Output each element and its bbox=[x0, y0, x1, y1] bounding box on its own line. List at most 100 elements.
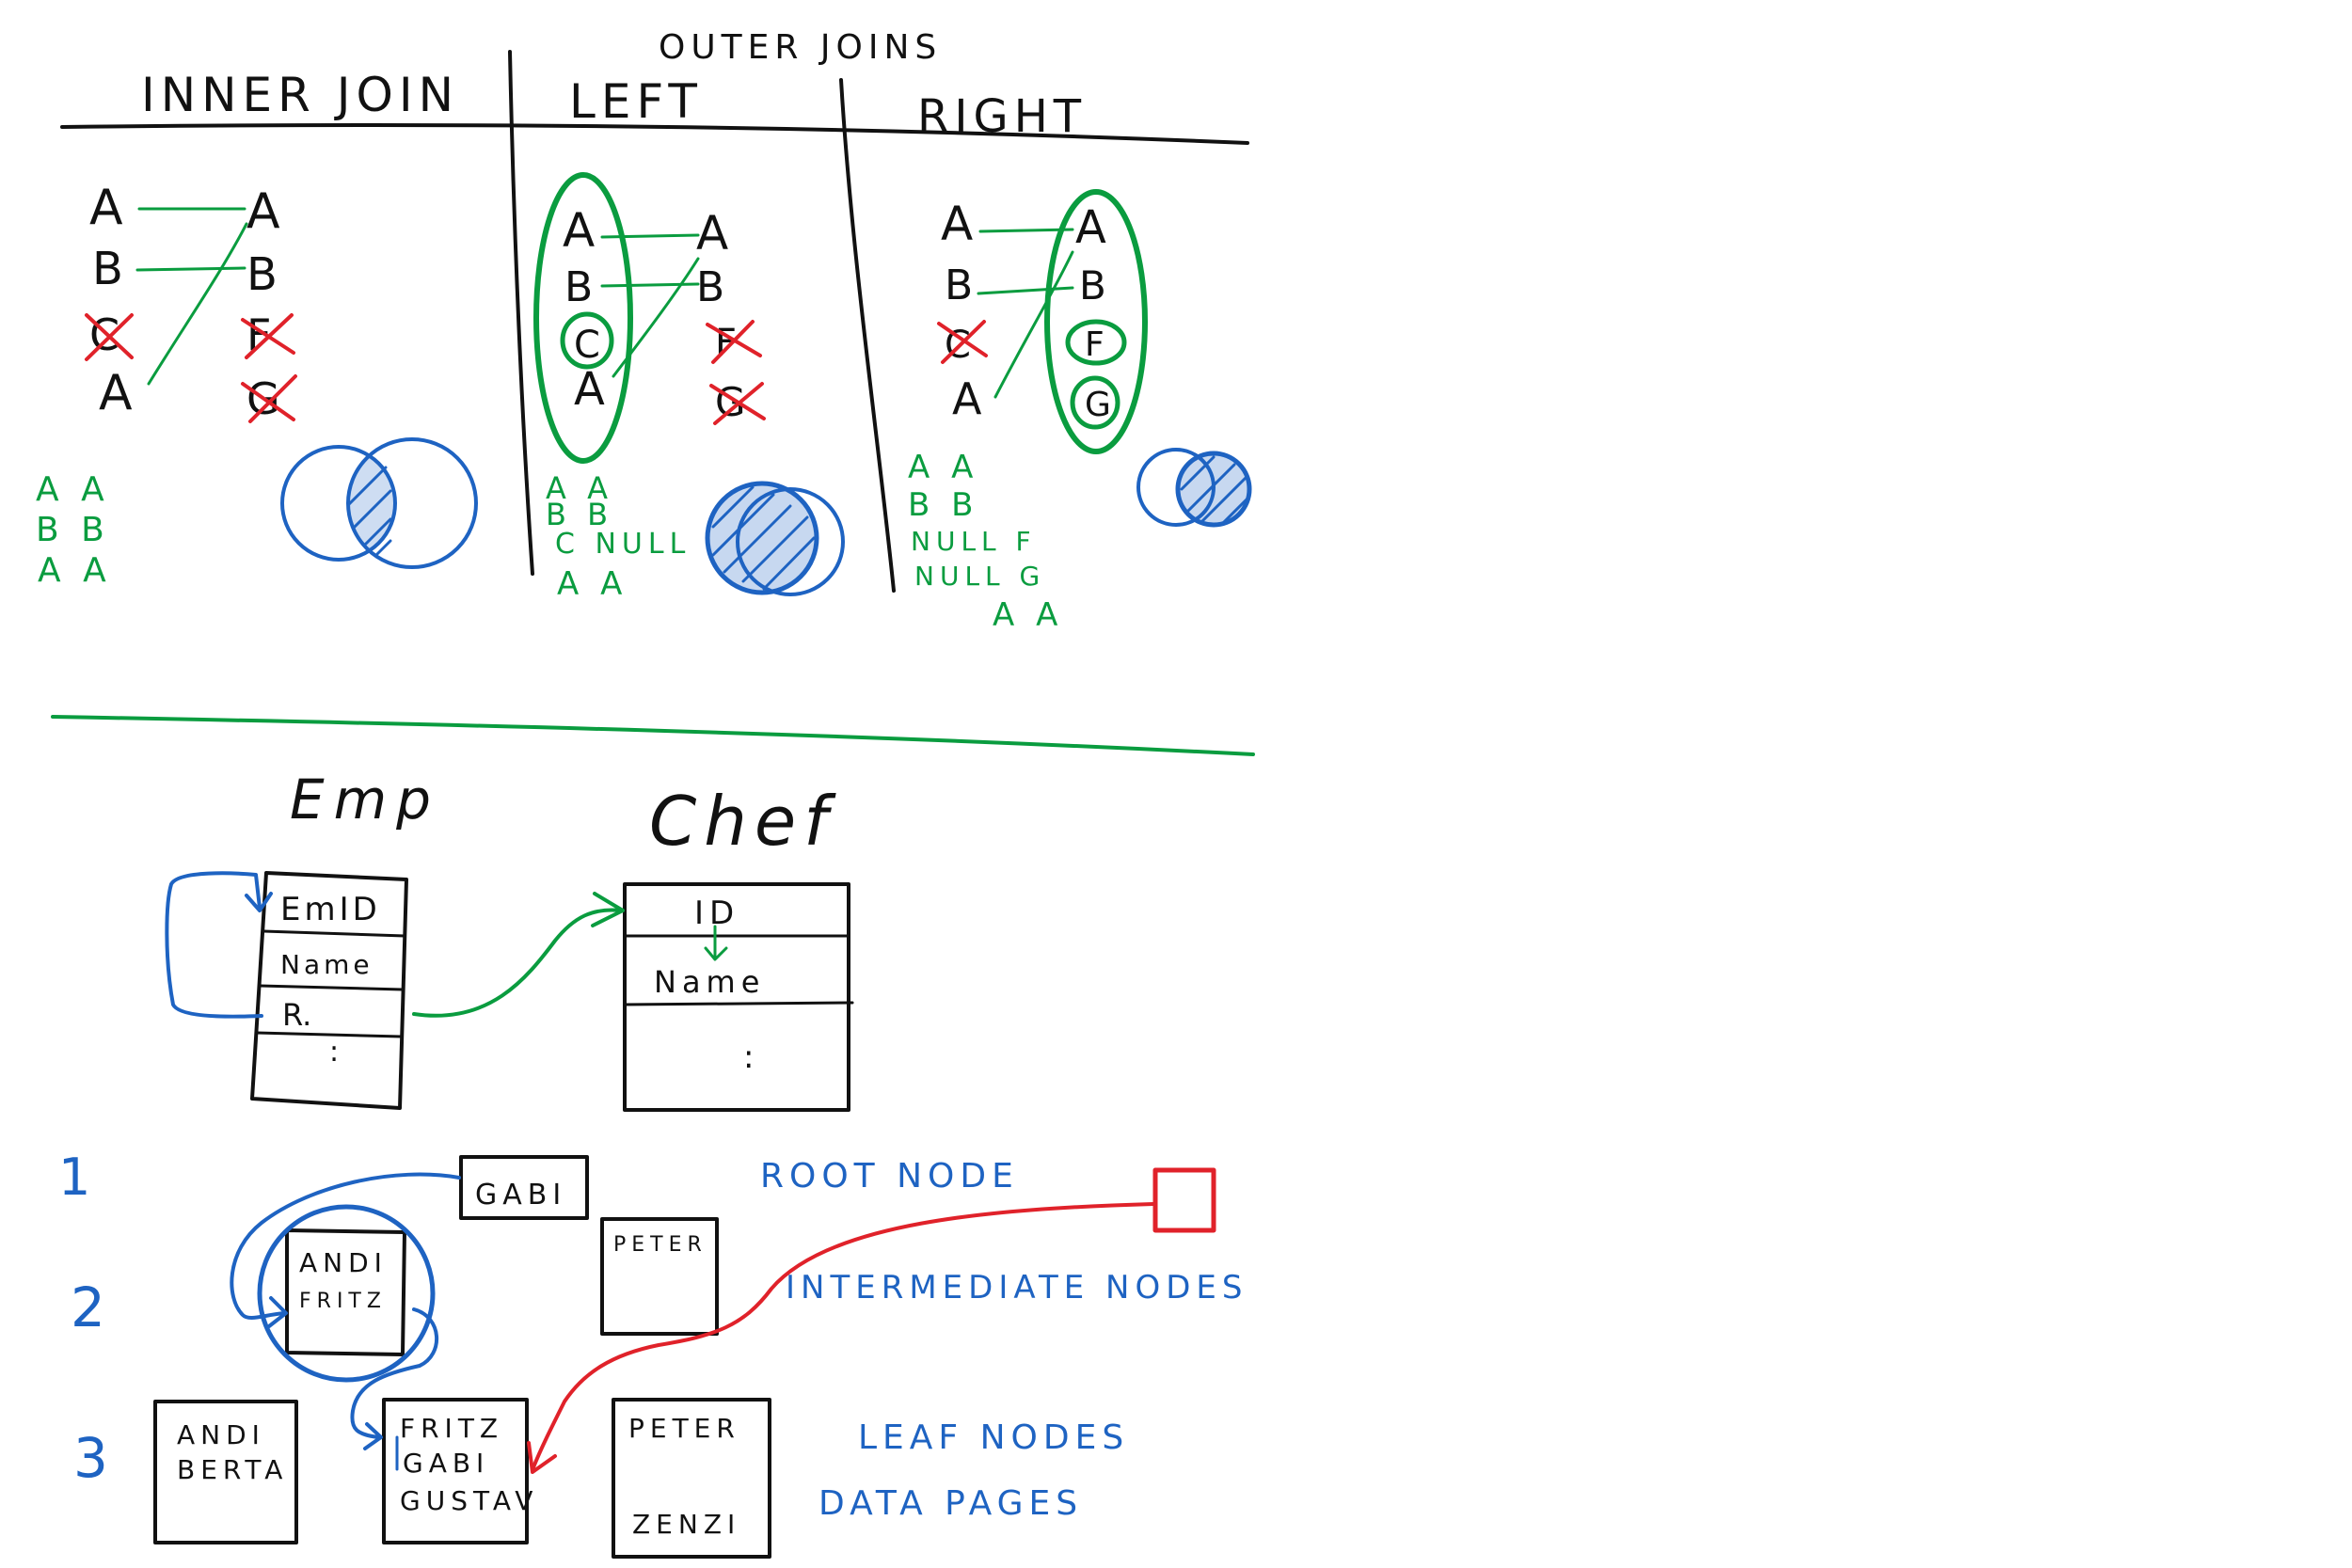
right-left-a2: A bbox=[952, 373, 982, 424]
inner-left-a2: A bbox=[99, 365, 133, 421]
leaf-node-box bbox=[612, 1398, 771, 1559]
unmatched-c-highlight bbox=[560, 311, 614, 370]
emp-field-id: EmID bbox=[280, 891, 381, 928]
join-link bbox=[978, 228, 1074, 233]
column-divider-1 bbox=[508, 50, 534, 576]
emp-field-ref: R. bbox=[282, 997, 311, 1033]
inner-join-panel: A B C A A B F G A A B B A A bbox=[36, 180, 478, 590]
column-divider-2 bbox=[839, 78, 896, 593]
venn-diagram-inner-icon bbox=[280, 437, 478, 569]
key-arrow bbox=[704, 925, 728, 961]
inner-right-b: B bbox=[246, 248, 278, 301]
inner-right-a: A bbox=[246, 183, 280, 240]
traversal-highlight bbox=[257, 1204, 436, 1383]
left-right-a: A bbox=[696, 206, 728, 261]
intermediate-node-key: FRITZ bbox=[299, 1290, 387, 1313]
right-join-panel: A B C A A B F G A A B B NULL F NULL G A … bbox=[908, 189, 1252, 634]
data-pages-label: DATA PAGES bbox=[818, 1484, 1083, 1523]
join-link bbox=[612, 257, 700, 378]
arrow-head-icon bbox=[363, 1422, 383, 1450]
left-join-heading: LEFT bbox=[569, 74, 703, 129]
inner-result-row-3: A A bbox=[38, 551, 112, 590]
leaf-nodes-label: LEAF NODES bbox=[858, 1418, 1129, 1457]
venn-diagram-right-icon bbox=[1136, 448, 1252, 528]
arrow-head-icon bbox=[245, 892, 273, 912]
left-result-row-1: A A bbox=[546, 470, 613, 506]
right-result-row-5: A A bbox=[993, 596, 1063, 634]
right-result-row-2: B B bbox=[908, 486, 978, 524]
leaf-node-key: FRITZ bbox=[400, 1413, 503, 1444]
root-node-box bbox=[459, 1155, 589, 1220]
leaf-node-box bbox=[382, 1398, 529, 1544]
arrow-head-icon bbox=[591, 892, 625, 927]
right-table-outline bbox=[1044, 189, 1148, 454]
chef-field-id: ID bbox=[694, 895, 739, 932]
self-reference-arrow bbox=[165, 871, 263, 1019]
arrow-head-icon bbox=[527, 1441, 557, 1474]
chef-table-box bbox=[623, 882, 850, 1112]
foreign-key-arrow bbox=[412, 908, 623, 1018]
chef-field-more: : bbox=[743, 1038, 754, 1076]
join-link bbox=[977, 286, 1074, 295]
emp-row-divider bbox=[262, 929, 406, 938]
right-left-a1: A bbox=[941, 197, 973, 251]
leaf-pointer-arrow bbox=[532, 1202, 1155, 1469]
inner-result-row-2: B B bbox=[36, 511, 110, 549]
intermediate-node-key: PETER bbox=[613, 1233, 707, 1257]
root-node-key: GABI bbox=[475, 1179, 566, 1212]
arrow-head-icon bbox=[267, 1296, 288, 1328]
join-link bbox=[600, 282, 700, 288]
left-left-b: B bbox=[564, 263, 593, 311]
right-result-row-3: NULL F bbox=[911, 526, 1037, 557]
venn-diagram-left-icon bbox=[705, 481, 845, 596]
intermediate-node-key: ANDI bbox=[299, 1247, 388, 1278]
emp-field-more: : bbox=[329, 1036, 339, 1069]
cross-icon bbox=[85, 313, 134, 361]
cross-icon bbox=[706, 320, 762, 364]
cross-icon bbox=[937, 320, 988, 364]
emp-row-divider bbox=[255, 1031, 403, 1038]
leaf-node-key: PETER bbox=[628, 1413, 740, 1444]
level-2-label: 2 bbox=[71, 1275, 105, 1339]
schema-section: Emp EmID Name R. : Chef ID Name : bbox=[165, 768, 854, 1112]
chef-table-title: Chef bbox=[649, 782, 836, 861]
left-right-b: B bbox=[696, 263, 724, 311]
unmatched-g-highlight bbox=[1070, 375, 1120, 430]
right-result-row-4: NULL G bbox=[914, 561, 1045, 592]
cross-icon bbox=[241, 374, 297, 423]
inner-left-a1: A bbox=[89, 180, 123, 236]
join-link bbox=[600, 233, 700, 239]
inner-join-heading: INNER JOIN bbox=[141, 68, 459, 122]
chef-field-name: Name bbox=[654, 964, 765, 1000]
outer-joins-heading: OUTER JOINS bbox=[659, 28, 942, 67]
traversal-path bbox=[350, 1307, 438, 1439]
emp-row-divider bbox=[258, 984, 405, 991]
right-left-b: B bbox=[945, 261, 973, 309]
right-right-g: G bbox=[1085, 386, 1111, 424]
root-node-label: ROOT NODE bbox=[760, 1157, 1019, 1196]
btree-section: 1 2 3 GABI ANDI FRITZ PETER ANDI BERTA F… bbox=[58, 1148, 1248, 1559]
inner-left-b: B bbox=[92, 243, 123, 295]
left-left-a1: A bbox=[563, 203, 595, 258]
right-right-b: B bbox=[1079, 262, 1106, 309]
leaf-node-key: GABI bbox=[403, 1448, 489, 1479]
emp-field-name: Name bbox=[280, 949, 373, 980]
join-link bbox=[993, 250, 1074, 399]
leaf-node-key: GUSTAV bbox=[400, 1485, 538, 1516]
right-right-a: A bbox=[1075, 201, 1106, 254]
join-link bbox=[135, 266, 246, 272]
intermediate-nodes-label: INTERMEDIATE NODES bbox=[786, 1269, 1248, 1307]
left-join-panel: A B C A A B F G A A B B C NULL A A bbox=[533, 172, 845, 603]
left-result-row-2: B B bbox=[546, 497, 613, 532]
cross-icon bbox=[709, 382, 766, 425]
join-link bbox=[147, 222, 248, 386]
leaf-node-key: ANDI bbox=[177, 1419, 265, 1450]
level-3-label: 3 bbox=[73, 1426, 108, 1490]
unmatched-f-highlight bbox=[1065, 319, 1127, 366]
inner-result-row-1: A A bbox=[36, 470, 110, 509]
level-1-label: 1 bbox=[58, 1148, 90, 1207]
right-result-row-1: A A bbox=[908, 449, 978, 486]
section-separator bbox=[51, 715, 1255, 756]
traversal-path bbox=[230, 1172, 461, 1320]
